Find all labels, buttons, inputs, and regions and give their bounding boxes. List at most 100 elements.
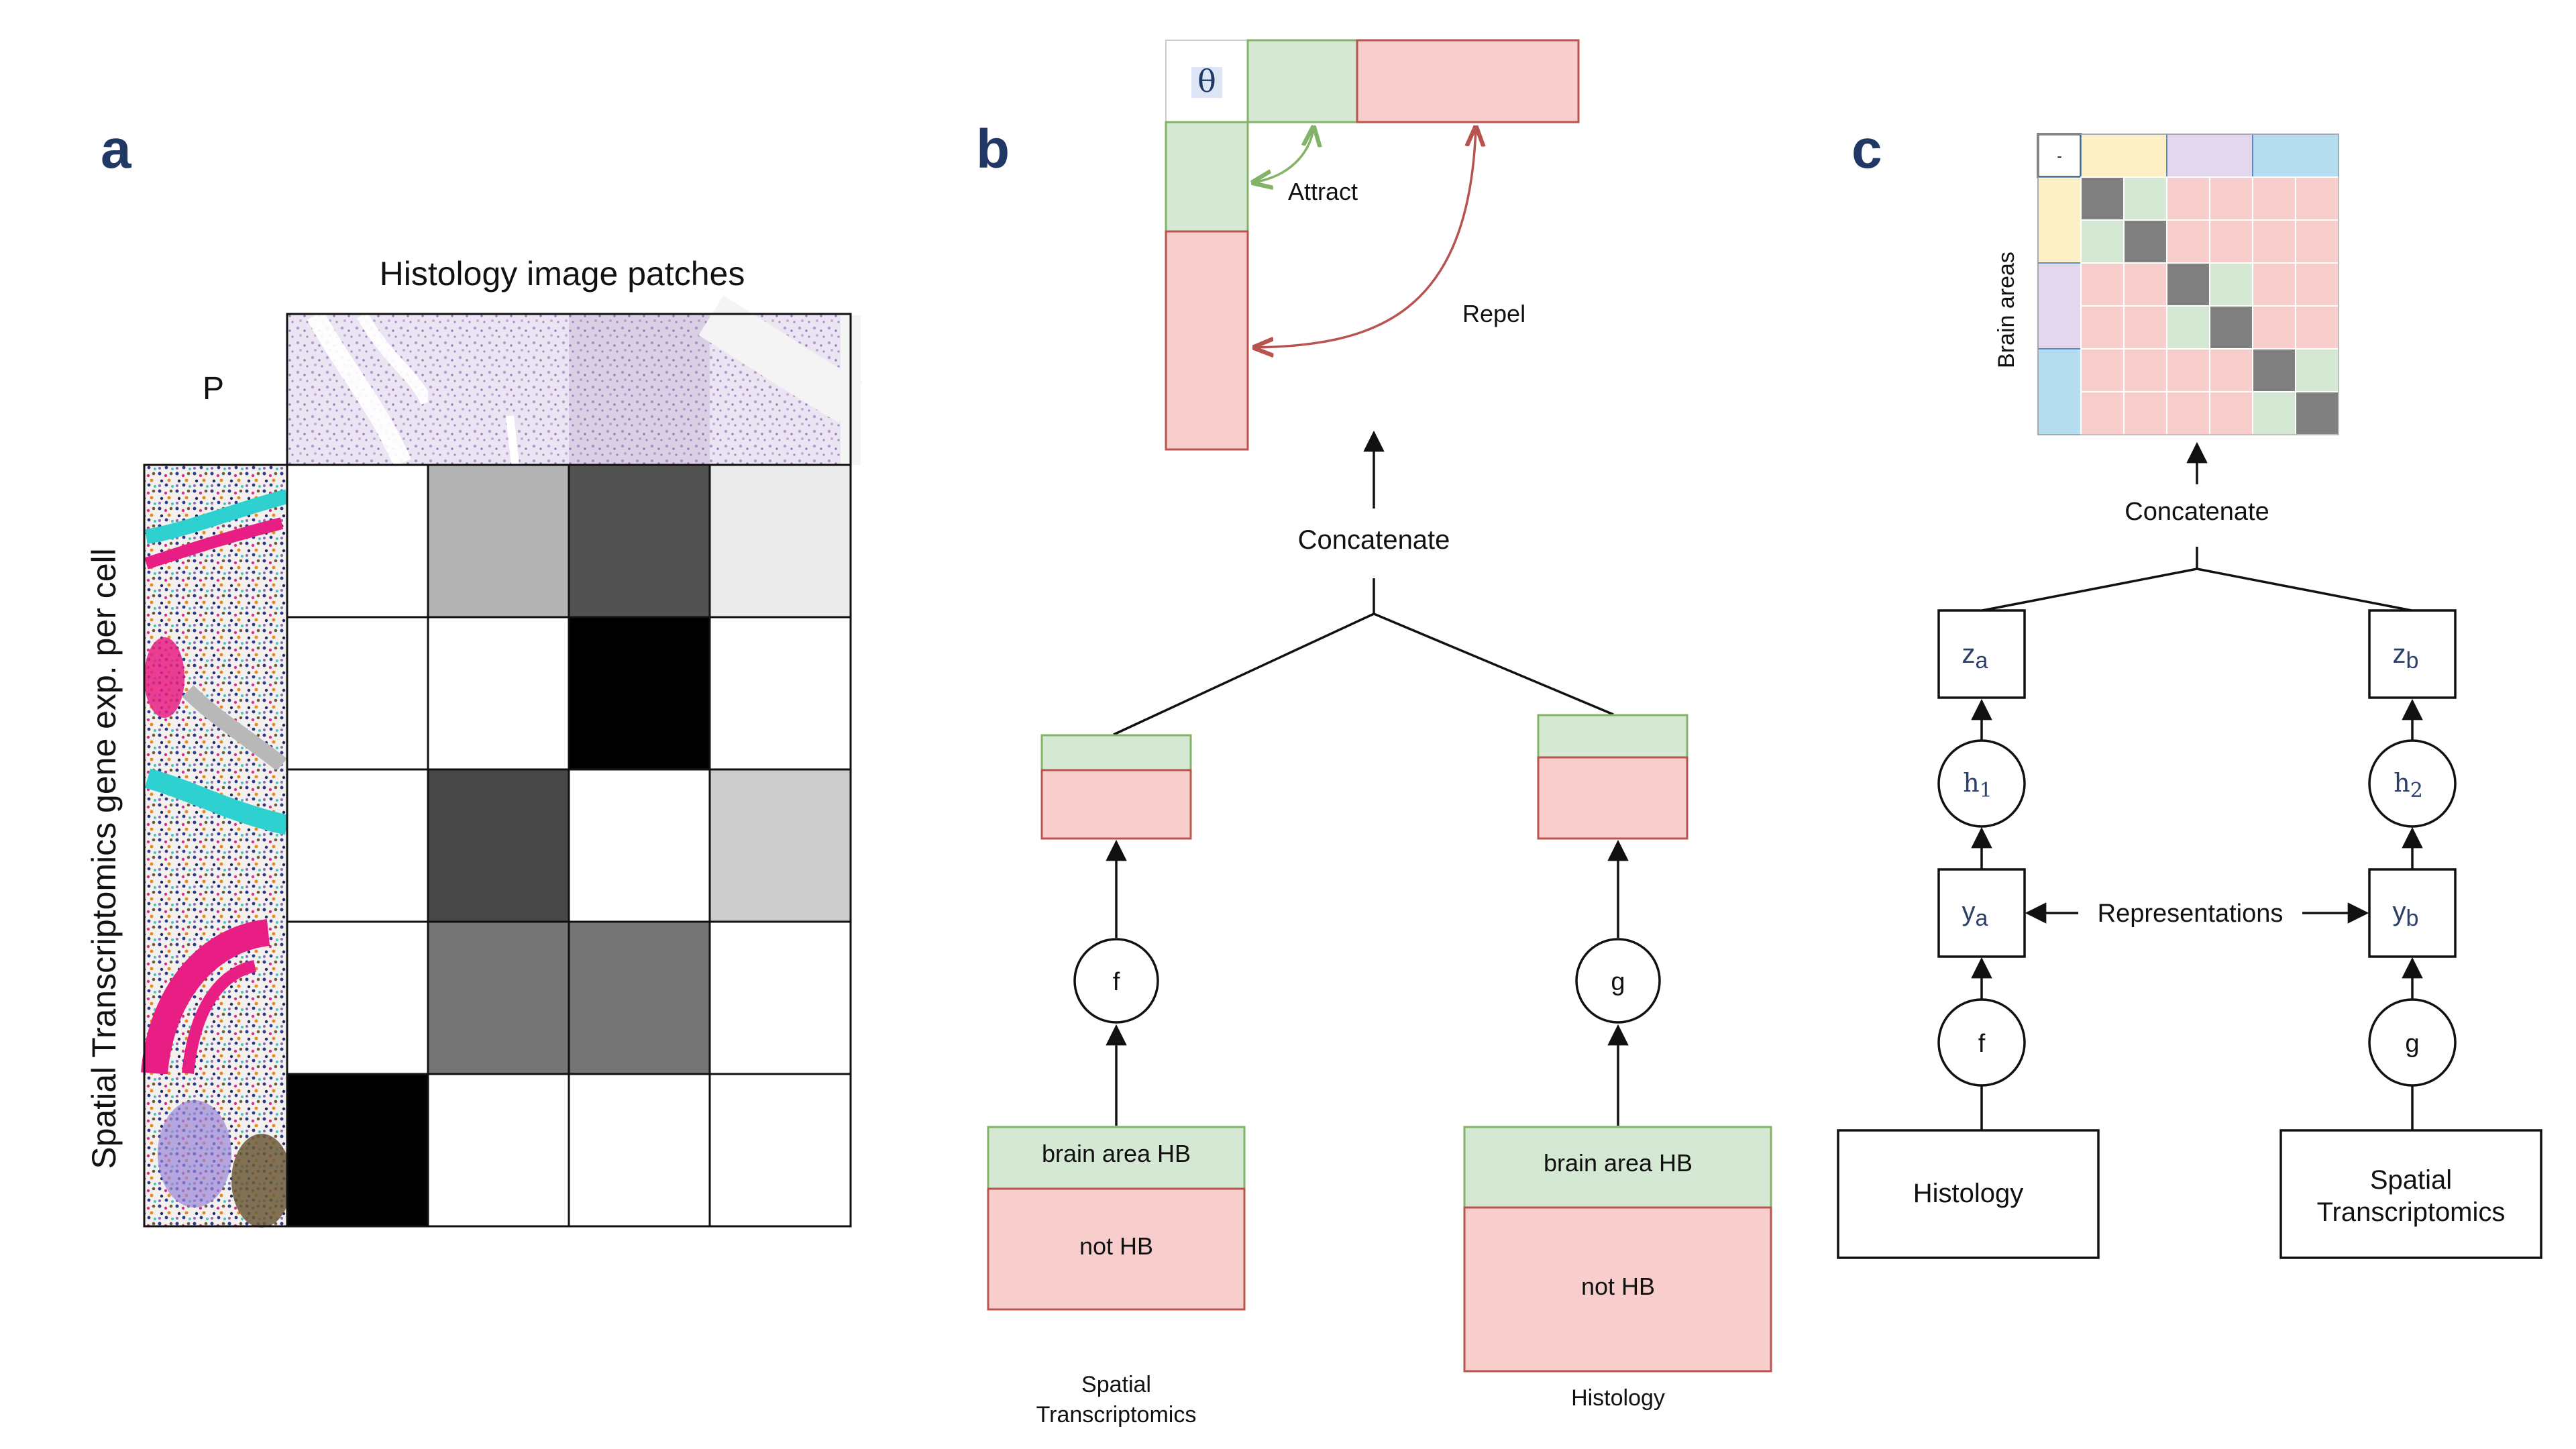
brain-area-matrix: - [2037, 133, 2339, 435]
brain-matrix-cell-r1-c3 [2166, 176, 2210, 221]
brain-matrix-cell-r2-c4 [2209, 219, 2253, 264]
matrix-cell-r4-c3 [568, 920, 711, 1075]
brain-matrix-cell-r5-c5 [2252, 348, 2296, 392]
brain-matrix-cell-r6-c1 [2080, 391, 2125, 435]
input-links-c [1980, 1085, 2414, 1130]
histology-patches [287, 295, 863, 467]
h1-sub: 1 [1980, 779, 1992, 802]
contrastive-matrix: θ [1165, 39, 1580, 451]
matrix-cell-r2-c3 [568, 616, 711, 771]
panel-c: c Brain areas - Concatenate za zb [1837, 119, 2542, 1259]
matrix-cell-r1-c1 [286, 464, 429, 619]
svg-text:h2: h2 [2394, 768, 2423, 802]
matrix-cell-r4-c2 [427, 920, 570, 1075]
brain-matrix-cell-r6-c5 [2252, 391, 2296, 435]
panel-a-corner-label: P [203, 371, 224, 407]
input-histology-label: Histology [1913, 1179, 2024, 1208]
ya-sub: a [1976, 906, 1988, 931]
histology-patch-4 [698, 295, 863, 465]
brain-matrix-cell-r6-c2 [2123, 391, 2167, 435]
brain-matrix-cell-r3-c5 [2252, 262, 2296, 307]
concatenate-label-c: Concatenate [2125, 498, 2269, 526]
brain-matrix-cell-r6-c4 [2209, 391, 2253, 435]
matrix-cell-r5-c1 [286, 1073, 429, 1228]
brain-matrix-cell-r6-c3 [2166, 391, 2210, 435]
za-main: z [1962, 639, 1976, 669]
brain-matrix-cell-r2-c2 [2123, 219, 2167, 264]
matrix-cell-r1-c3 [568, 464, 711, 619]
caption-transcriptomics: Transcriptomics [1036, 1402, 1197, 1428]
brain-matrix-cell-r1-c2 [2123, 176, 2167, 221]
ya-main: y [1962, 897, 1976, 926]
repel-arrow [1254, 127, 1476, 347]
caption-spatial: Spatial [1081, 1372, 1151, 1397]
concat-tree-b [1113, 578, 1614, 736]
h2-node: h2 [2368, 739, 2457, 828]
left-green-block [1165, 121, 1249, 233]
matrix-cell-r1-c4 [708, 464, 852, 619]
matrix-cell-r3-c1 [286, 768, 429, 923]
brain-matrix-cell-r3-c4 [2209, 262, 2253, 307]
yb-box: yb [2368, 868, 2457, 958]
brain-matrix-cell-r5-c1 [2080, 348, 2125, 392]
zb-box: zb [2368, 609, 2457, 699]
histology-patch-2 [428, 314, 569, 466]
header-top-group-3 [2252, 133, 2339, 178]
attract-label: Attract [1288, 178, 1358, 205]
header-top-group-2 [2166, 133, 2253, 178]
matrix-corner-cell [2037, 133, 2082, 178]
embedding-left [1040, 734, 1192, 840]
brain-matrix-cell-r3-c2 [2123, 262, 2167, 307]
brain-matrix-cell-r5-c2 [2123, 348, 2167, 392]
input-spatial-label-2: Transcriptomics [2317, 1197, 2506, 1227]
svg-text:ya: ya [1962, 897, 1988, 931]
cell-thumbnail-1 [144, 465, 289, 617]
panel-b: b θ Attract Repel Concatenate [976, 39, 1772, 1428]
encoder-f-label-c: f [1978, 1030, 1986, 1058]
za-sub: a [1976, 648, 1988, 674]
header-left-group-3 [2037, 348, 2082, 435]
encoder-g-node-c: g [2368, 998, 2457, 1087]
yb-main: y [2393, 897, 2406, 926]
encoder-g-label: g [1611, 968, 1625, 996]
h1-node: h1 [1937, 739, 2026, 828]
encoder-g-node: g [1575, 938, 1661, 1024]
encoder-f-node: f [1073, 938, 1159, 1024]
matrix-cell-r3-c2 [427, 768, 570, 923]
histology-patch-3 [569, 314, 710, 465]
svg-text:yb: yb [2393, 897, 2419, 931]
right-hb-label: brain area HB [1544, 1149, 1693, 1177]
matrix-cell-r2-c2 [427, 616, 570, 771]
matrix-cell-r5-c2 [427, 1073, 570, 1228]
panel-a: a Histology image patches Spatial Transc… [85, 119, 863, 1228]
brain-areas-label: Brain areas [1994, 252, 2019, 368]
matrix-cell-r2-c1 [286, 616, 429, 771]
brain-matrix-cell-r1-c6 [2295, 176, 2339, 221]
right-not-hb-label: not HB [1581, 1273, 1655, 1300]
brain-matrix-cell-r2-c5 [2252, 219, 2296, 264]
input-right-histology: brain area HB not HB [1463, 1126, 1772, 1373]
left-hb-label: brain area HB [1042, 1140, 1191, 1167]
brain-matrix-cell-r4-c5 [2252, 305, 2296, 350]
brain-matrix-cell-r4-c6 [2295, 305, 2339, 350]
encoder-f-node-c: f [1937, 998, 2026, 1087]
matrix-cell-r5-c3 [568, 1073, 711, 1228]
h2-main: h [2394, 768, 2410, 798]
brain-matrix-cell-r1-c1 [2080, 176, 2125, 221]
embedding-right [1537, 714, 1688, 840]
cell-thumbnail-4 [141, 919, 287, 1075]
left-red-block [1165, 230, 1249, 451]
brain-matrix-cell-r1-c5 [2252, 176, 2296, 221]
svg-text:zb: zb [2393, 639, 2419, 674]
input-left-st: brain area HB not HB [987, 1126, 1246, 1311]
cell-thumbnail-2 [144, 617, 287, 771]
brain-matrix-cell-r4-c1 [2080, 305, 2125, 350]
brain-matrix-outline [2037, 133, 2339, 435]
attract-arrow [1253, 127, 1313, 182]
matrix-cell-r3-c3 [568, 768, 711, 923]
svg-text:h1: h1 [1963, 768, 1992, 802]
similarity-matrix [286, 464, 852, 1228]
histology-patch-1 [287, 311, 433, 467]
brain-matrix-cell-r2-c3 [2166, 219, 2210, 264]
brain-matrix-cell-r4-c4 [2209, 305, 2253, 350]
